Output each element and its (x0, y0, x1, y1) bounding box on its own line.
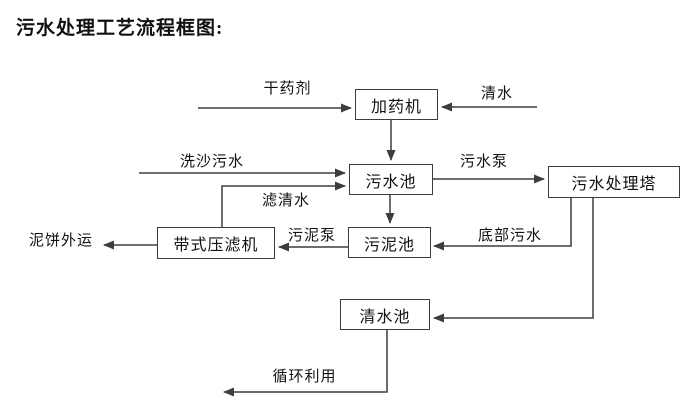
node-belt-filter-press: 带式压滤机 (157, 227, 275, 259)
label-sewage-pump: 污水泵 (459, 154, 508, 170)
node-sewage-pool: 污水池 (349, 164, 433, 195)
label-bottom-sewage: 底部污水 (477, 228, 542, 244)
label-sludge-pump: 污泥泵 (287, 228, 336, 244)
arrow-clean-pool-to-recycle (223, 330, 388, 397)
node-treatment-tower: 污水处理塔 (548, 166, 680, 198)
diagram-title: 污水处理工艺流程框图: (16, 18, 224, 39)
label-dry-agent: 干药剂 (263, 81, 312, 97)
node-clean-water-pool: 清水池 (340, 299, 430, 330)
arrow-tower-to-clean-pool (433, 198, 594, 323)
arrow-bottom-sewage-to-sludge-pool (433, 198, 572, 251)
arrow-filtered-water-to-sewage-pool (221, 181, 346, 227)
label-sand-wash-sewage: 洗沙污水 (179, 154, 244, 170)
node-sludge-pool: 污泥池 (348, 227, 431, 258)
label-clean-water: 清水 (480, 86, 513, 102)
label-mud-cake-out: 泥饼外运 (28, 233, 93, 249)
label-recycle-use: 循环利用 (272, 369, 337, 385)
node-dosing-machine: 加药机 (355, 89, 438, 120)
label-filtered-water: 滤清水 (261, 193, 310, 209)
